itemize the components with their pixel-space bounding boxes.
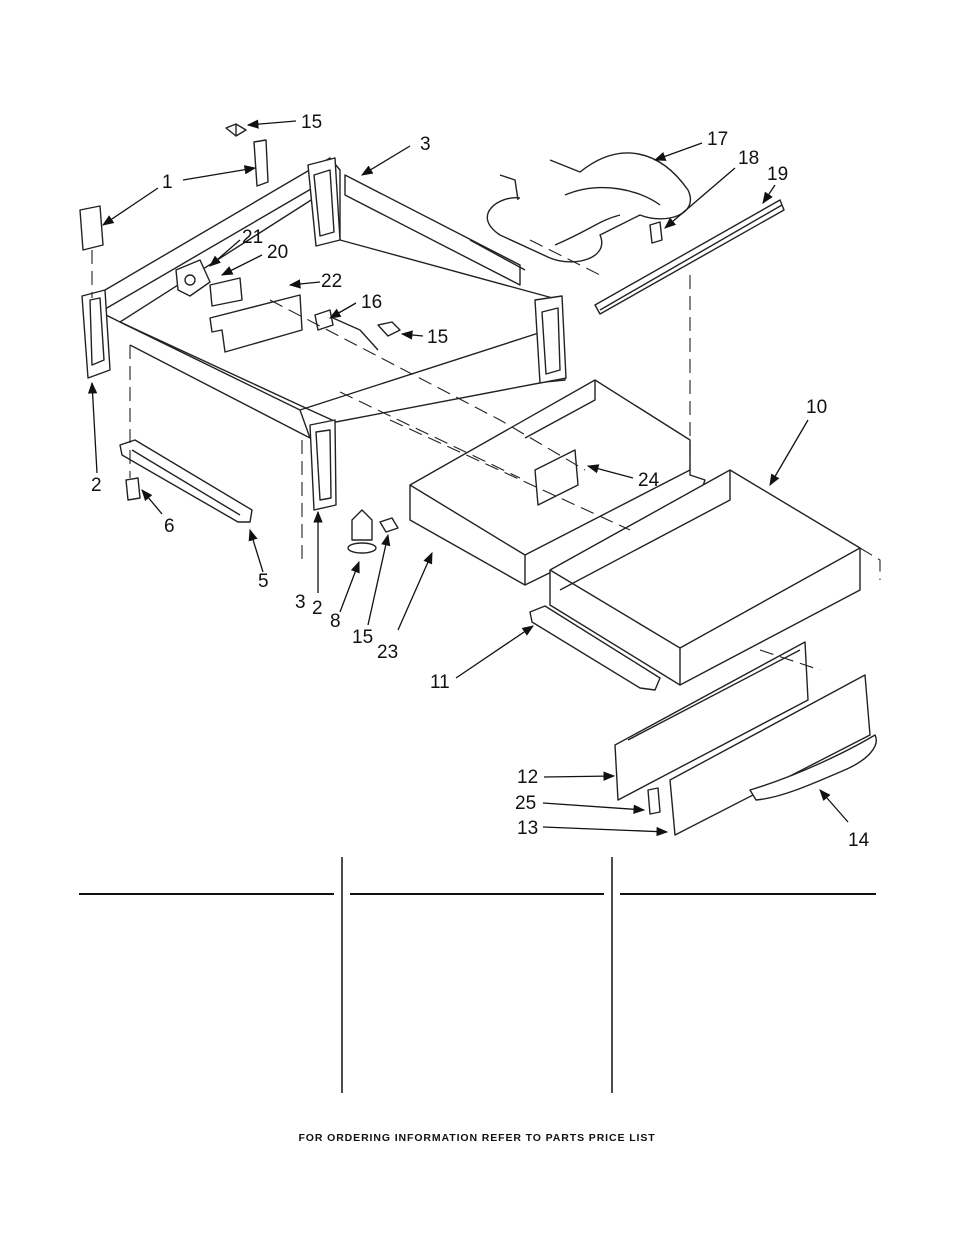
callout-19: 19: [767, 164, 788, 185]
leveling-leg-part-6: [125, 477, 141, 501]
callout-17: 17: [707, 129, 728, 150]
parts-21-20-22: [175, 259, 303, 353]
parts-list-grid: [79, 857, 876, 1093]
vent-trim-part-19: [594, 199, 785, 315]
callout-16: 16: [361, 292, 382, 313]
callout-11: 11: [430, 672, 450, 693]
ordering-info-footer: FOR ORDERING INFORMATION REFER TO PARTS …: [298, 1132, 656, 1144]
callout-22: 22: [321, 271, 342, 292]
callout-2-left: 2: [91, 475, 102, 496]
callout-2-bottom: 2: [312, 598, 323, 619]
callout-5: 5: [258, 571, 269, 592]
callout-23: 23: [377, 642, 398, 663]
leader-arrows: [87, 119, 849, 837]
bracket-part-1: [79, 139, 269, 251]
callout-1: 1: [162, 172, 173, 193]
screw-part-15-top: [225, 123, 247, 137]
exploded-parts-diagram: 15 1 3 17 18 19 21 20 22 16 15 2 6 5 3 2…: [79, 112, 881, 851]
screw-part-18: [649, 221, 663, 244]
sensor-part-16: [314, 309, 401, 351]
callout-15-bottom: 15: [352, 627, 373, 648]
callout-15-top: 15: [301, 112, 322, 133]
callout-12: 12: [517, 767, 538, 788]
callout-14: 14: [848, 830, 870, 851]
handle-part-14: [749, 734, 877, 801]
callout-25: 25: [515, 793, 536, 814]
leveling-leg-part-8: [347, 509, 399, 554]
rail-part-5: [119, 439, 253, 523]
callout-13: 13: [517, 818, 538, 839]
drawer-panel-part-13: [669, 674, 871, 836]
callout-3-bottom: 3: [295, 592, 306, 613]
callout-20: 20: [267, 242, 288, 263]
screw-part-25: [647, 787, 661, 815]
callout-21: 21: [242, 227, 263, 248]
callout-24: 24: [638, 470, 660, 491]
callout-18: 18: [738, 148, 759, 169]
callout-3-top: 3: [420, 134, 431, 155]
callout-10: 10: [806, 397, 827, 418]
callout-15-mid: 15: [427, 327, 448, 348]
callout-8: 8: [330, 611, 341, 632]
assembly-lines: [91, 239, 881, 671]
main-frame: [81, 157, 567, 511]
callout-6: 6: [164, 516, 175, 537]
drawer-part-10: [549, 469, 861, 686]
drawer-front-part-12: [614, 641, 809, 801]
callout-labels: 15 1 3 17 18 19 21 20 22 16 15 2 6 5 3 2…: [91, 112, 870, 851]
bake-element-part-17: [486, 152, 691, 263]
slide-rail-part-11: [529, 605, 661, 691]
